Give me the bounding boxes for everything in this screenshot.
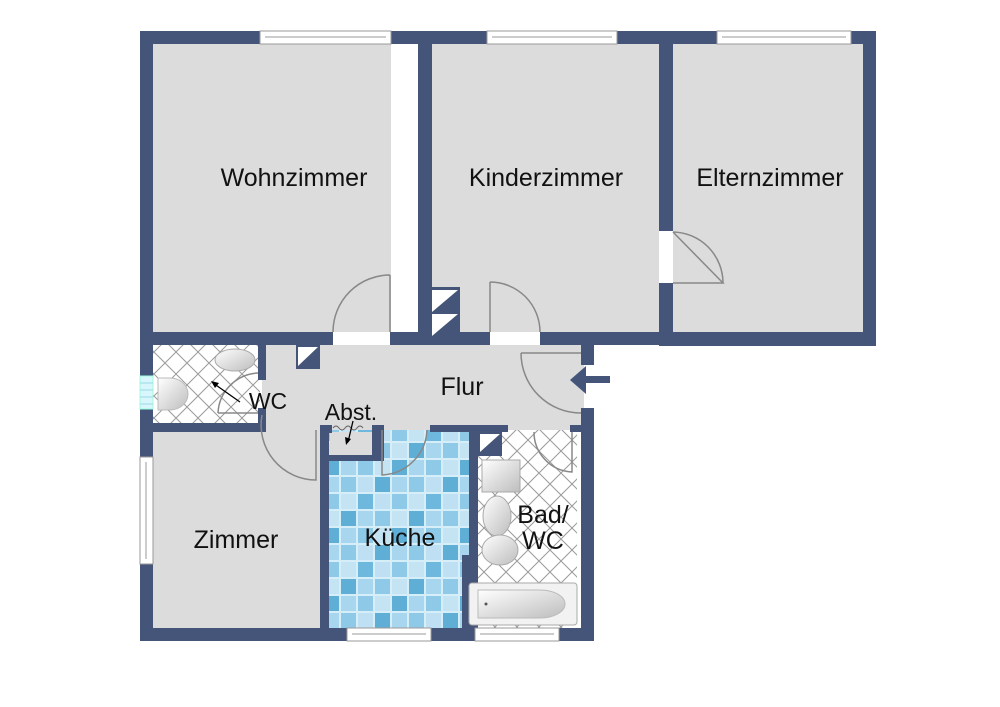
room-label-bad-line2: WC (522, 527, 564, 555)
door-wc (217, 372, 259, 414)
floor-wohnzimmer (153, 44, 391, 332)
door-zimmer (260, 414, 317, 481)
room-label-wc: WC (248, 387, 288, 414)
window-wc (139, 375, 154, 410)
room-label-zimmer: Zimmer (193, 525, 279, 554)
floor-kueche (329, 430, 469, 628)
room-label-wohnzimmer: Wohnzimmer (220, 163, 368, 192)
bad-fixtures (468, 459, 578, 626)
toilet-icon (157, 377, 189, 411)
room-label-abstellraum: Abst. (324, 398, 378, 425)
room-label-bad: Bad/ WC (517, 500, 569, 555)
room-label-flur: Flur (440, 372, 484, 401)
toilet-icon (482, 495, 512, 537)
door-kinderzimmer (489, 281, 541, 333)
room-label-elternzimmer: Elternzimmer (696, 163, 844, 192)
door-wohnzimmer (332, 274, 391, 333)
door-bad (533, 431, 573, 473)
door-elternzimmer (672, 231, 725, 284)
wc-fixtures (157, 348, 256, 411)
doors (217, 231, 725, 481)
washbasin-icon (481, 459, 521, 493)
washbasin-icon (214, 348, 256, 372)
room-label-kinderzimmer: Kinderzimmer (468, 163, 624, 192)
door-entrance (520, 352, 582, 414)
room-label-bad-line1: Bad/ (517, 500, 569, 529)
floor-abstellraum (330, 432, 372, 456)
floor-elternzimmer (673, 44, 863, 332)
windows (139, 30, 852, 642)
door-kueche (381, 429, 428, 476)
floor-kinderzimmer (432, 44, 659, 332)
abstellraum-symbols (332, 420, 364, 445)
room-label-kueche: Küche (364, 523, 436, 552)
chimney-shaft-icon (298, 290, 500, 452)
entrance-arrow-icon (570, 366, 610, 394)
floor-zimmer (153, 432, 321, 628)
